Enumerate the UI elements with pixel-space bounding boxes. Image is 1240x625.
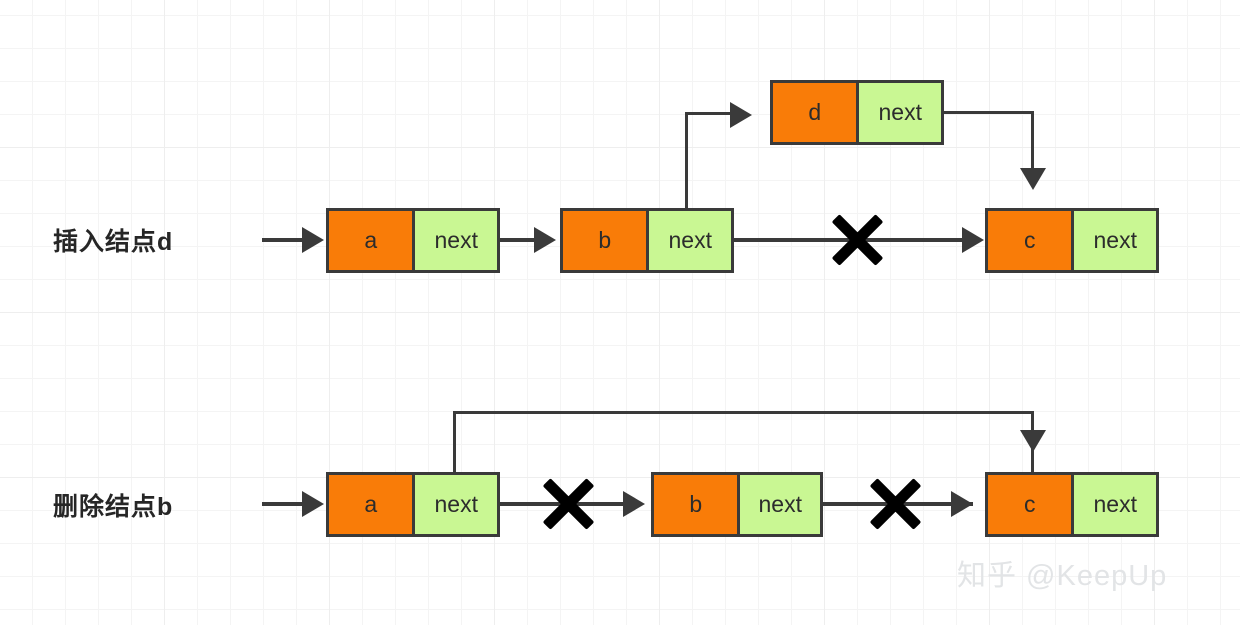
- node-d-insert-next: next: [856, 83, 941, 142]
- watermark: 知乎 @KeepUp: [957, 560, 1168, 592]
- node-c-delete-data: c: [988, 475, 1072, 534]
- node-b-delete-data: b: [654, 475, 738, 534]
- link-d-to-c-horizontal: [944, 111, 1034, 114]
- node-b-insert-data: b: [563, 211, 647, 270]
- link-d-to-c-vertical: [1031, 111, 1034, 173]
- link-d-to-c-arrowhead: [1020, 168, 1046, 190]
- node-a-insert-data: a: [329, 211, 413, 270]
- bypass-a-to-c-horizontal: [453, 411, 1034, 414]
- node-a-insert-next: next: [412, 211, 497, 270]
- node-d-insert: d next: [770, 80, 944, 145]
- link-a-to-b-insert: [500, 238, 542, 242]
- link-b-to-d-arrowhead: [730, 102, 752, 128]
- node-b-insert: b next: [560, 208, 734, 273]
- row-label-delete: 删除结点b: [53, 493, 174, 521]
- node-c-delete: c next: [985, 472, 1159, 537]
- node-d-insert-data: d: [773, 83, 857, 142]
- node-c-insert: c next: [985, 208, 1159, 273]
- link-b-to-c-old-insert-arrowhead: [962, 227, 984, 253]
- cut-mark-delete-1: [537, 473, 599, 535]
- node-a-delete: a next: [326, 472, 500, 537]
- bypass-a-to-c-arrowhead: [1020, 430, 1046, 452]
- link-a-to-b-old-delete-arrowhead: [623, 491, 645, 517]
- node-b-insert-next: next: [646, 211, 731, 270]
- incoming-arrowhead-delete: [302, 491, 324, 517]
- node-c-delete-next: next: [1071, 475, 1156, 534]
- link-b-to-d-horizontal: [685, 112, 735, 115]
- cut-mark-insert-1: [826, 209, 888, 271]
- node-a-delete-data: a: [329, 475, 413, 534]
- node-a-delete-next: next: [412, 475, 497, 534]
- link-b-to-c-old-delete-arrowhead: [951, 491, 973, 517]
- row-label-insert: 插入结点d: [53, 228, 174, 256]
- cut-mark-delete-2: [864, 473, 926, 535]
- link-a-to-b-insert-arrowhead: [534, 227, 556, 253]
- node-b-delete: b next: [651, 472, 823, 537]
- incoming-arrowhead-insert: [302, 227, 324, 253]
- incoming-line-insert: [262, 238, 310, 242]
- node-c-insert-next: next: [1071, 211, 1156, 270]
- node-c-insert-data: c: [988, 211, 1072, 270]
- node-b-delete-next: next: [737, 475, 820, 534]
- incoming-line-delete: [262, 502, 310, 506]
- link-b-to-d-vertical: [685, 112, 688, 209]
- node-a-insert: a next: [326, 208, 500, 273]
- bypass-a-to-c-left-vertical: [453, 411, 456, 473]
